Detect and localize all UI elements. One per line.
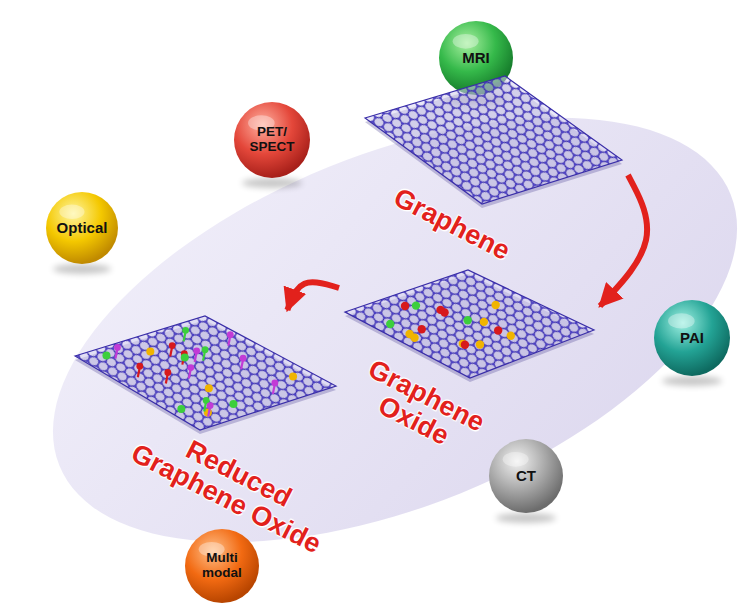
functional-groups bbox=[386, 301, 515, 349]
sphere-highlight bbox=[59, 205, 84, 219]
modality-label: PET/ SPECT bbox=[240, 125, 305, 155]
graphene-lattice bbox=[75, 316, 336, 430]
imaging-modality-circle: PET/ SPECT bbox=[234, 102, 310, 178]
process-arrow bbox=[600, 175, 647, 306]
sphere-highlight bbox=[453, 34, 479, 49]
modality-label: CT bbox=[516, 468, 536, 485]
sphere bbox=[654, 300, 730, 376]
graphene-sheet: Graphene Oxide bbox=[339, 264, 600, 384]
sphere bbox=[185, 529, 259, 603]
modality-label: PAI bbox=[680, 330, 704, 347]
imaging-modality-circle: CT bbox=[489, 439, 563, 513]
sphere bbox=[234, 102, 310, 178]
modality-label: Optical bbox=[57, 220, 108, 237]
functional-groups bbox=[102, 327, 297, 417]
sheet-outline bbox=[69, 310, 342, 436]
imaging-modality-circle: PAI bbox=[654, 300, 730, 376]
background-ellipse bbox=[0, 31, 738, 608]
sphere-highlight bbox=[503, 452, 529, 467]
process-arrow bbox=[287, 282, 339, 310]
graphene-sheet: Reduced Graphene Oxide bbox=[69, 310, 342, 436]
imaging-modality-circle: Optical bbox=[46, 192, 118, 264]
sphere bbox=[489, 439, 563, 513]
modality-label: MRI bbox=[462, 50, 490, 67]
sheet-base bbox=[75, 316, 336, 430]
sphere-highlight bbox=[668, 313, 695, 328]
sphere bbox=[46, 192, 118, 264]
graphene-sheet: Graphene bbox=[359, 70, 628, 210]
modality-label: Multi modal bbox=[191, 551, 254, 581]
imaging-modality-circle: Multi modal bbox=[185, 529, 259, 603]
